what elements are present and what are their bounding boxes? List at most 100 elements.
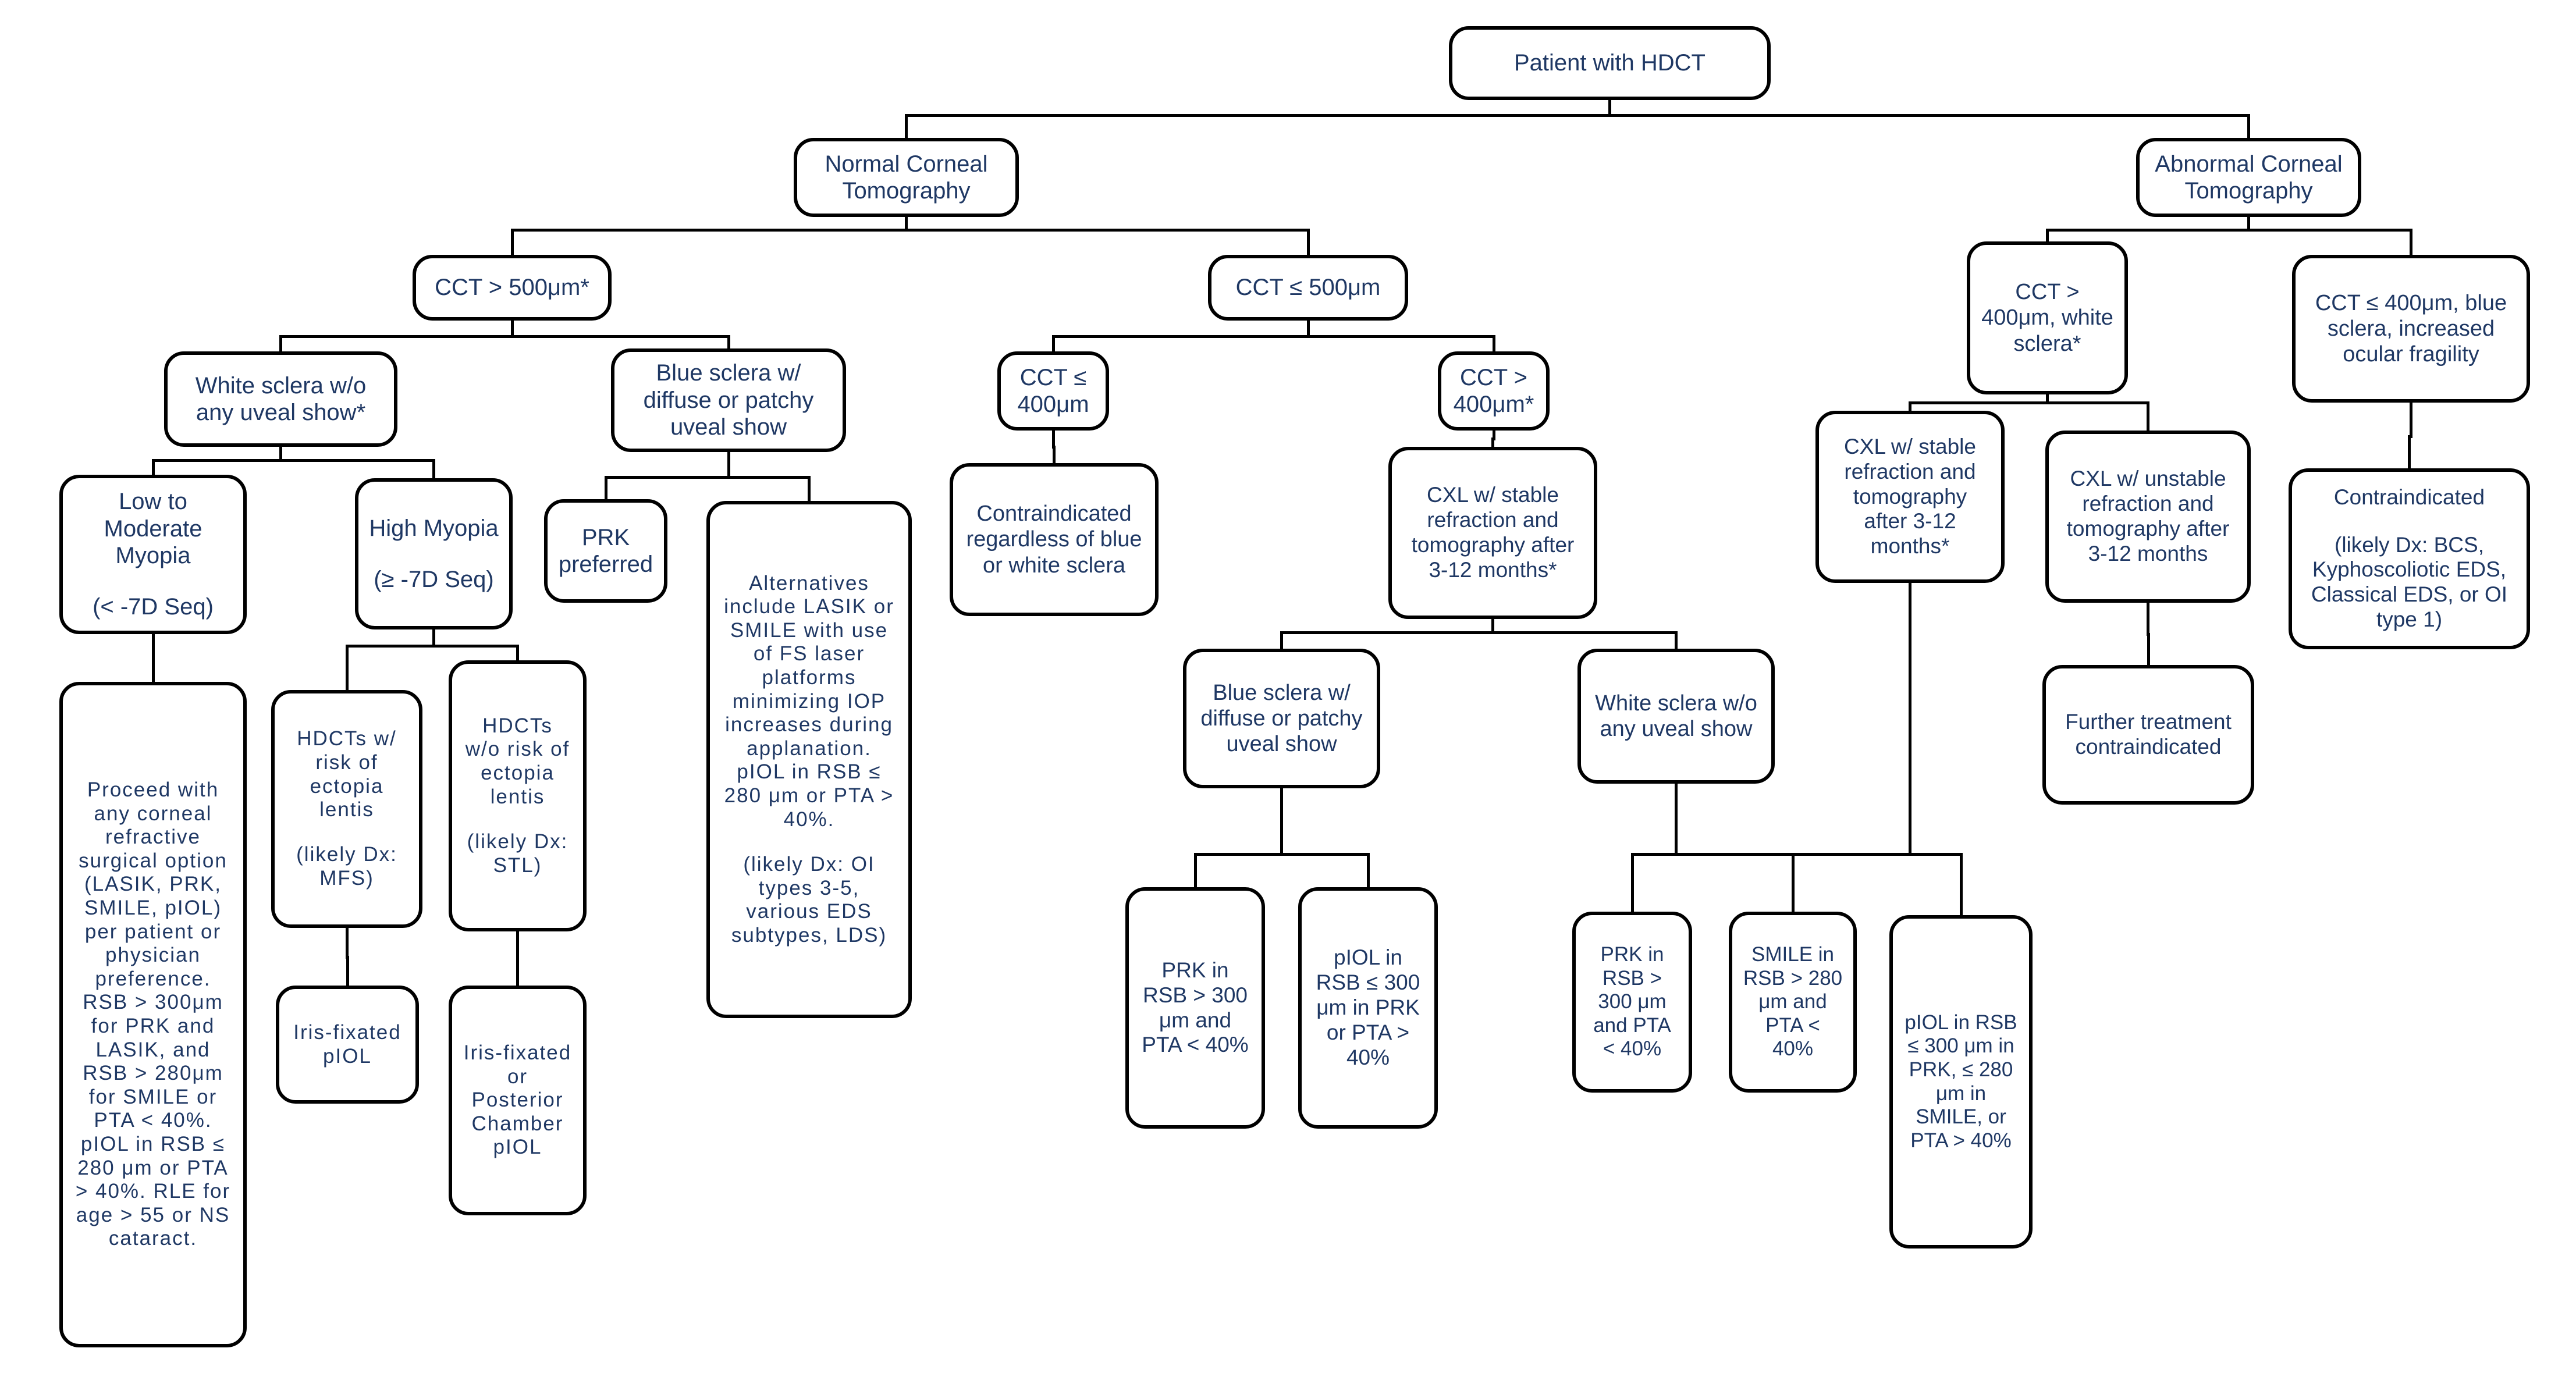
connector-line (151, 458, 435, 462)
flow-node-cct-le-400-blue: CCT ≤ 400μm, blue sclera, increased ocul… (2292, 255, 2530, 403)
flow-node-label: Low to Moderate Myopia (104, 489, 202, 568)
connector-line (2410, 403, 2412, 438)
connector-line (151, 458, 155, 475)
flow-node-label: Alternatives include LASIK or SMILE with… (724, 571, 894, 831)
connector-line (1909, 401, 2149, 404)
connector-line (1959, 852, 1963, 915)
flow-node-cct-gt-400-white: CCT > 400μm, white sclera* (1967, 241, 2128, 394)
flow-node-label: Patient with HDCT (1514, 50, 1706, 76)
connector-line (905, 113, 2250, 117)
flow-node-blue-sclera-uveal-2: Blue sclera w/ diffuse or patchy uveal s… (1183, 649, 1380, 788)
connector-line (2046, 394, 2049, 404)
flow-node-label: PRK in RSB > 300 μm and PTA < 40% (1142, 958, 1249, 1057)
connector-line (1630, 852, 1634, 912)
flow-node-label: Normal Corneal Tomography (825, 151, 988, 204)
connector-line (1051, 335, 1055, 351)
flow-node-white-sclera-uveal-1: White sclera w/o any uveal show* (164, 351, 397, 447)
connector-line (604, 475, 607, 499)
connector-line (2247, 217, 2250, 232)
flow-node-hdcts-w-risk-ectopia: HDCTs w/ risk of ectopia lentis (likely D… (271, 690, 422, 928)
flow-node-label: Proceed with any corneal refractive surg… (75, 778, 231, 1250)
flow-node-label: High Myopia (369, 515, 499, 541)
connector-line (1675, 631, 1678, 649)
flow-node-iris-fixated-piol: Iris-fixated pIOL (276, 986, 419, 1104)
connector-line (1280, 788, 1283, 856)
connector-line (1053, 445, 1056, 463)
flow-node-label: PRK in RSB > 300 μm and PTA < 40% (1593, 943, 1671, 1061)
flow-node-contraindicated-right: Contraindicated(likely Dx: BCS, Kyphosco… (2289, 468, 2530, 649)
flow-node-cxl-stable-right: CXL w/ stable refraction and tomography … (1815, 411, 2005, 583)
flow-node-piol-rsb-white-branch: pIOL in RSB ≤ 300 μm in PRK, ≤ 280 μm in… (1889, 915, 2033, 1248)
connector-line (1193, 852, 1197, 887)
flow-node-label: (likely Dx: MFS) (296, 843, 397, 890)
flow-node-label: CCT ≤ 400μm, blue sclera, increased ocul… (2315, 290, 2507, 367)
flow-node-cxl-unstable-right: CXL w/ unstable refraction and tomograph… (2045, 431, 2251, 603)
flow-node-cxl-stable-mid: CXL w/ stable refraction and tomography … (1388, 447, 1597, 619)
flow-node-label: Further treatment contraindicated (2065, 710, 2232, 759)
flow-node-label: Contraindicated regardless of blue or wh… (966, 501, 1142, 578)
flow-node-prk-rsb-white-branch: PRK in RSB > 300 μm and PTA < 40% (1572, 912, 1692, 1093)
connector-line (2147, 603, 2149, 636)
flow-node-prk-rsb-blue-branch: PRK in RSB > 300 μm and PTA < 40% (1125, 887, 1265, 1129)
flow-node-label: pIOL in RSB ≤ 300 μm in PRK, ≤ 280 μm in… (1905, 1011, 2017, 1152)
flow-node-alternatives-lasik-smile: Alternatives include LASIK or SMILE with… (706, 501, 912, 1018)
flow-node-hdcts-wo-risk-ectopia: HDCTs w/o risk of ectopia lentis (likely … (449, 660, 587, 931)
flow-node-proceed-any-option: Proceed with any corneal refractive surg… (59, 682, 247, 1347)
connector-line (1306, 321, 1310, 338)
flow-node-white-sclera-uveal-2: White sclera w/o any uveal show (1577, 649, 1775, 784)
connector-line (279, 335, 282, 351)
flow-node-label: White sclera w/o any uveal show* (195, 372, 367, 425)
connector-line (279, 335, 730, 338)
flow-node-blue-sclera-uveal-1: Blue sclera w/ diffuse or patchy uveal s… (611, 348, 846, 452)
flow-node-abnormal-tomography: Abnormal Corneal Tomography (2136, 138, 2361, 217)
flow-node-low-moderate-myopia: Low to Moderate Myopia(< -7D Seq) (59, 475, 247, 634)
flow-node-further-treatment-contraindicated: Further treatment contraindicated (2042, 665, 2254, 805)
flow-node-iris-fixated-pc-piol: Iris-fixated or Posterior Chamber pIOL (449, 986, 587, 1215)
connector-line (1492, 335, 1495, 351)
flow-node-label: (≥ -7D Seq) (374, 567, 494, 592)
connector-line (345, 928, 349, 959)
flow-node-label: CCT > 400μm, white sclera* (1981, 280, 2113, 356)
connector-line (1366, 852, 1370, 887)
connector-line (604, 475, 811, 479)
connector-line (510, 321, 514, 338)
flow-node-label: Iris-fixated pIOL (293, 1020, 401, 1068)
flow-node-high-myopia: High Myopia (≥ -7D Seq) (355, 478, 513, 629)
connector-line (727, 335, 730, 348)
connector-line (432, 629, 435, 648)
connector-line (2247, 113, 2250, 138)
flow-node-label: Blue sclera w/ diffuse or patchy uveal s… (643, 360, 814, 440)
flow-node-smile-rsb-white-branch: SMILE in RSB > 280 μm and PTA < 40% (1729, 912, 1857, 1093)
connector-line (1675, 784, 1678, 856)
connector-line (2408, 435, 2411, 468)
connector-line (2147, 401, 2149, 431)
flow-node-label: CXL w/ stable refraction and tomography … (1844, 434, 1976, 559)
connector-line (279, 447, 282, 462)
connector-line (345, 644, 519, 648)
connector-line (2046, 228, 2049, 241)
flow-node-label: White sclera w/o any uveal show (1595, 691, 1757, 741)
connector-line (516, 644, 519, 660)
flow-node-label: SMILE in RSB > 280 μm and PTA < 40% (1743, 943, 1843, 1061)
flow-node-label: CCT ≤ 400μm (1017, 364, 1089, 417)
flow-node-label: (likely Dx: STL) (467, 830, 569, 877)
flow-node-cct-le-500: CCT ≤ 500μm (1208, 255, 1408, 321)
flow-node-label: Blue sclera w/ diffuse or patchy uveal s… (1200, 680, 1363, 757)
connector-line (1909, 401, 1911, 411)
connector-line (432, 458, 435, 478)
flow-node-label: HDCTs w/o risk of ectopia lentis (465, 714, 570, 808)
flow-node-label: CCT > 400μm* (1453, 364, 1534, 417)
connector-line (1051, 335, 1495, 338)
connector-line (905, 113, 908, 138)
flow-node-normal-tomography: Normal Corneal Tomography (794, 138, 1019, 217)
flow-node-label: HDCTs w/ risk of ectopia lentis (297, 727, 397, 821)
connector-line (510, 228, 514, 255)
connector-line (2147, 632, 2150, 665)
flow-node-label: Abnormal Corneal Tomography (2155, 151, 2343, 204)
connector-line (516, 931, 519, 959)
connector-line (2410, 228, 2412, 255)
flow-node-prk-preferred: PRK preferred (544, 499, 667, 603)
connector-line (1491, 437, 1494, 447)
connector-line (1909, 583, 1911, 856)
